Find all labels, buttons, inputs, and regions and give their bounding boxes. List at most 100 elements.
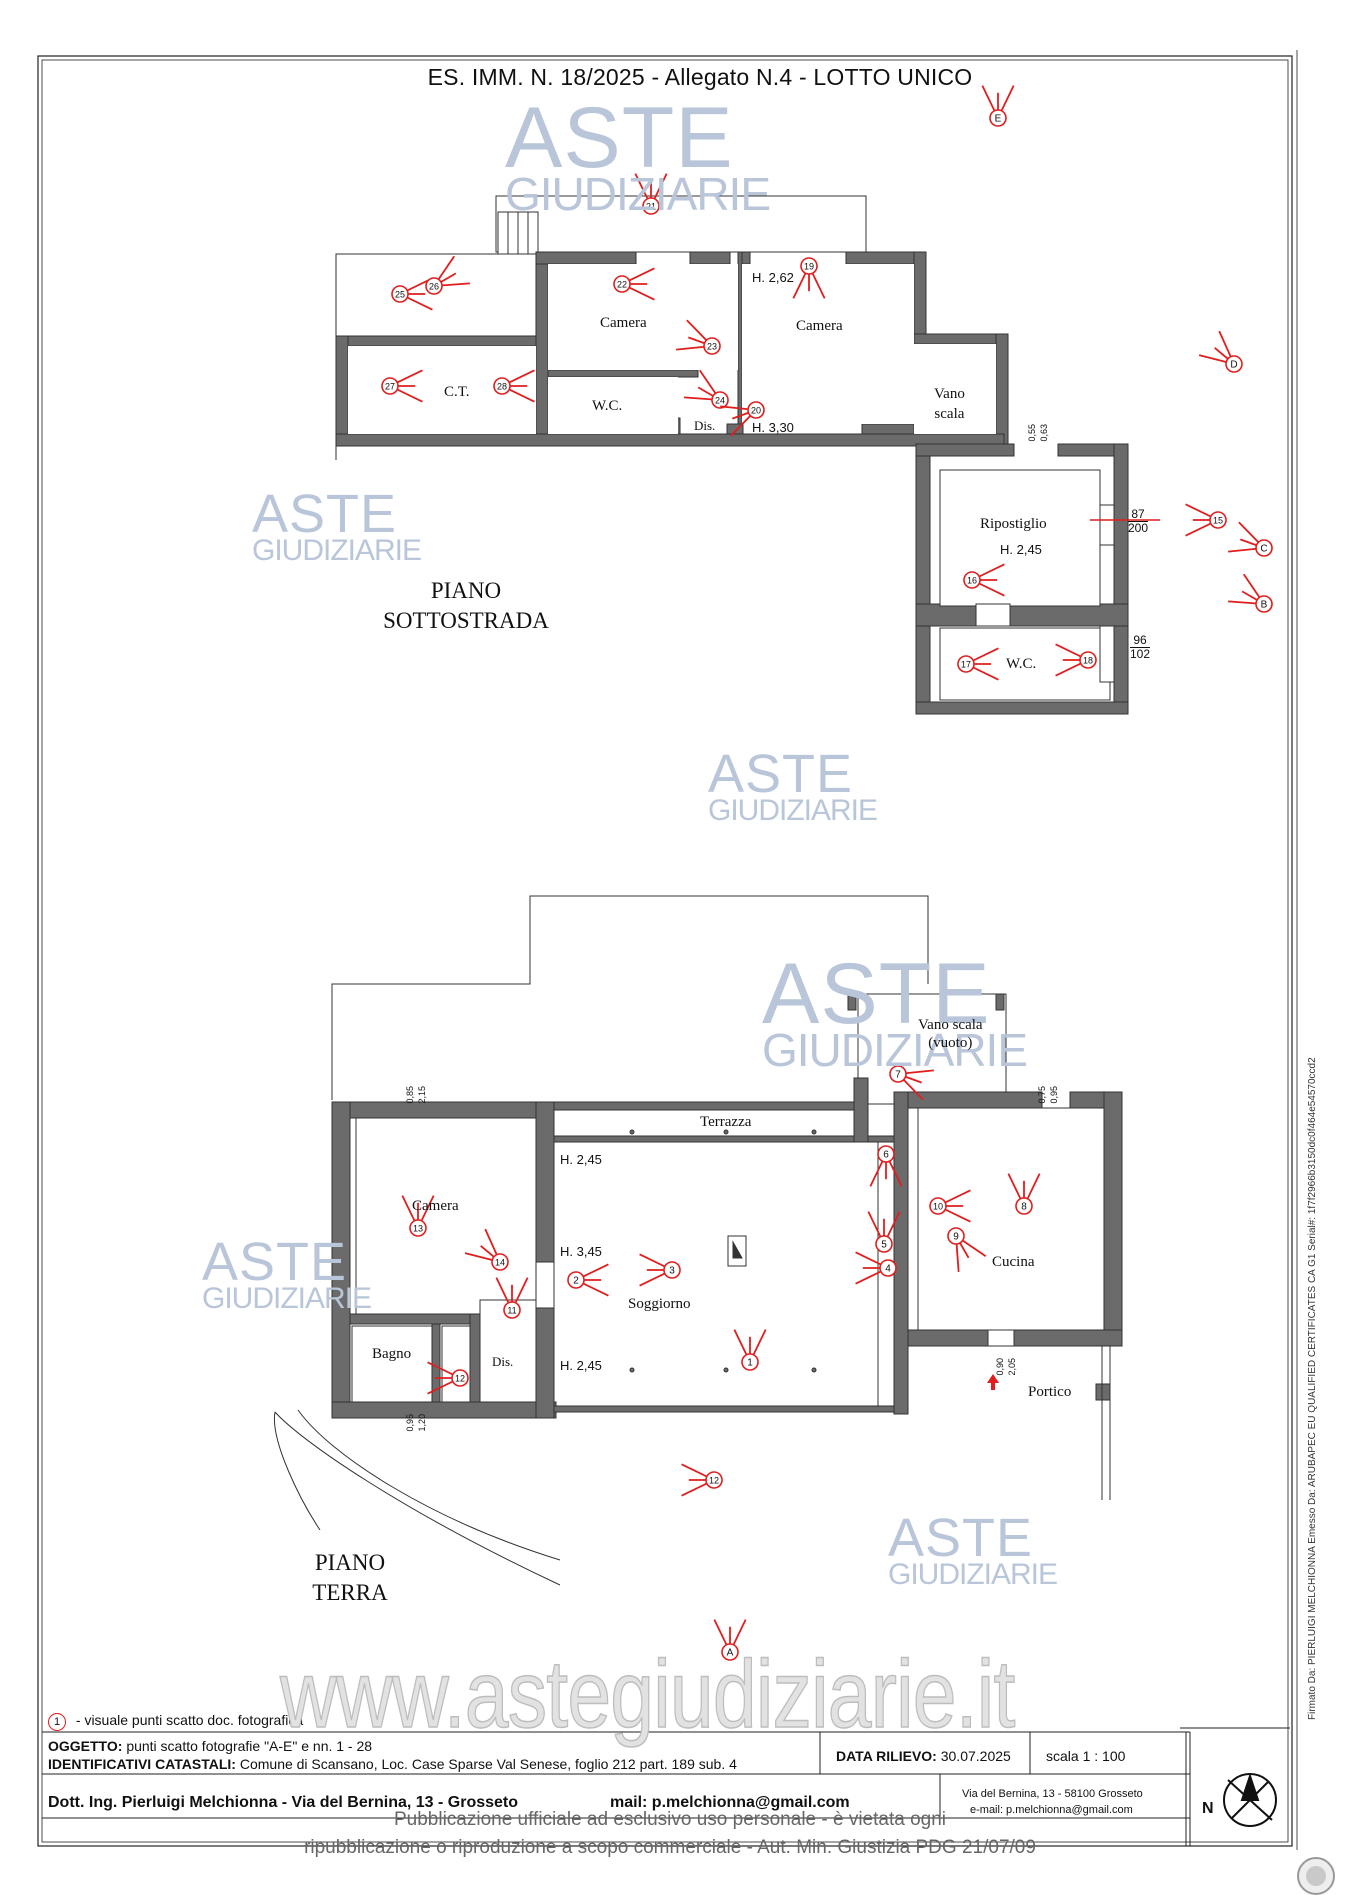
oggetto-line: OGGETTO: punti scatto fotografie "A-E" e… xyxy=(48,1738,372,1754)
photo-point-circle xyxy=(879,1259,897,1277)
photo-point-label: 12 xyxy=(455,1374,465,1384)
floor-label-terra: PIANO TERRA xyxy=(290,1548,410,1608)
photo-point-22: 22 xyxy=(613,267,655,301)
photo-point-14: 14 xyxy=(464,1228,509,1271)
dimension-label-96-102: 96 102 xyxy=(1130,634,1151,661)
ident-value: Comune di Scansano, Loc. Case Sparse Val… xyxy=(239,1756,737,1772)
dimension-value: 200 xyxy=(1128,521,1149,535)
identificativi-line: IDENTIFICATIVI CATASTALI: Comune di Scan… xyxy=(48,1756,737,1772)
photo-point-circle xyxy=(989,109,1007,127)
photo-point-label: 12 xyxy=(709,1476,719,1486)
photo-point-9: 9 xyxy=(947,1227,987,1272)
data-rilievo: DATA RILIEVO: 30.07.2025 xyxy=(836,1748,1011,1764)
dimension-value: 102 xyxy=(1130,647,1151,661)
dimension-value: 96 xyxy=(1130,634,1151,648)
watermark-5: ASTE GIUDIZIARIE xyxy=(202,1235,372,1315)
watermark-word2: GIUDIZIARIE xyxy=(708,793,878,827)
dimension-label: 1,20 xyxy=(417,1414,427,1432)
photo-point-21: 21 xyxy=(634,173,668,215)
photo-point-label: 1 xyxy=(747,1358,753,1369)
room-label-line: scala xyxy=(934,406,965,422)
watermark-word1: ASTE xyxy=(708,744,854,804)
photo-point-12: 12 xyxy=(427,1361,469,1395)
legend: 1 - visuale punti scatto doc. fotografic… xyxy=(48,1712,303,1731)
title-block-lines xyxy=(42,1727,1290,1846)
data-rilievo-value: 30.07.2025 xyxy=(940,1748,1011,1764)
photo-point-1: 1 xyxy=(733,1329,767,1371)
dimension-label: 0,63 xyxy=(1039,424,1049,442)
watermark-word2: GIUDIZIARIE xyxy=(202,1281,372,1315)
floor-label-sottostrada: PIANO SOTTOSTRADA xyxy=(356,576,576,636)
watermark-word2: GIUDIZIARIE xyxy=(252,533,422,567)
plan-terra xyxy=(273,895,1123,1586)
watermark-word2: GIUDIZIARIE xyxy=(888,1557,1058,1591)
dimension-label: 2,15 xyxy=(417,1086,427,1104)
sheet-frame xyxy=(37,55,1293,1847)
scala-label: scala 1 : 100 xyxy=(1046,1748,1126,1764)
photo-point-label: 11 xyxy=(507,1306,516,1316)
photo-point-label: E xyxy=(995,114,1002,125)
dimension-label: 0,75 xyxy=(1037,1086,1047,1104)
photo-point-label: 19 xyxy=(804,262,814,272)
photo-point-label: D xyxy=(1230,360,1237,371)
photo-point-label: 3 xyxy=(669,1266,675,1277)
photo-point-label: 21 xyxy=(646,202,656,212)
photo-point-label: 26 xyxy=(429,282,439,292)
dimension-label-87-200: 87 200 xyxy=(1128,508,1149,535)
floor-label-line2: TERRA xyxy=(312,1580,388,1605)
photo-point-label: 28 xyxy=(497,382,507,392)
signature-seal-icon xyxy=(1297,1857,1335,1895)
floor-label-line1: PIANO xyxy=(314,1550,386,1575)
photo-point-circle xyxy=(391,285,409,303)
publication-note: Pubblicazione ufficiale ad esclusivo uso… xyxy=(240,1806,1100,1862)
photo-point-8: 8 xyxy=(1007,1173,1041,1215)
photo-point-circle xyxy=(503,1301,521,1319)
legend-text: - visuale punti scatto doc. fotografica xyxy=(75,1712,304,1728)
room-label-line: (vuoto) xyxy=(928,1035,973,1051)
photo-point-circle xyxy=(875,1235,893,1253)
photo-point-circle xyxy=(929,1197,947,1215)
photo-point-circle xyxy=(425,277,443,295)
room-terrazza: Terrazza xyxy=(700,1114,752,1130)
watermark-word2: GIUDIZIARIE xyxy=(505,168,771,221)
photo-point-circle xyxy=(1209,511,1227,529)
photo-point-label: 20 xyxy=(751,406,761,416)
photo-point-circle xyxy=(1255,595,1273,613)
legend-marker-icon: 1 xyxy=(48,1713,66,1731)
photo-point-label: 22 xyxy=(617,280,627,290)
signature-certificate-text: Firmato Da: PIERLUIGI MELCHIONNA Emesso … xyxy=(1307,1057,1318,1720)
photo-point-C: C xyxy=(1228,521,1273,557)
watermark-word1: ASTE xyxy=(888,1508,1034,1568)
oggetto-value: punti scatto fotografie "A-E" e nn. 1 - … xyxy=(126,1738,373,1754)
watermark-3: ASTE GIUDIZIARIE xyxy=(708,744,878,827)
photo-point-circle xyxy=(491,1253,509,1271)
address-line-2: e-mail: p.melchionna@gmail.com xyxy=(970,1804,1133,1816)
room-ct: C.T. xyxy=(444,384,470,400)
publication-note-line1: Pubblicazione ufficiale ad esclusivo uso… xyxy=(393,1809,947,1830)
watermark-6: ASTE GIUDIZIARIE xyxy=(888,1508,1058,1591)
photo-point-12: 12 xyxy=(681,1463,723,1497)
photo-point-16: 16 xyxy=(963,563,1005,597)
photo-point-27: 27 xyxy=(381,369,423,403)
photo-point-26: 26 xyxy=(425,255,470,295)
photo-point-17: 17 xyxy=(957,647,999,681)
photo-point-B: B xyxy=(1228,573,1273,613)
photo-point-circle xyxy=(493,377,511,395)
legend-marker-number: 1 xyxy=(53,1716,61,1728)
watermark-word2: GIUDIZIARIE xyxy=(762,1024,1028,1077)
photo-point-circle xyxy=(1015,1197,1033,1215)
photo-point-28: 28 xyxy=(493,369,535,403)
photo-point-E: E xyxy=(981,85,1015,127)
photo-point-label: 4 xyxy=(885,1264,891,1275)
photo-point-circle xyxy=(705,1471,723,1489)
photo-point-circle xyxy=(451,1369,469,1387)
dimension-label: 0,85 xyxy=(405,1086,415,1104)
dimension-label: 0,55 xyxy=(1027,424,1037,442)
photo-point-2: 2 xyxy=(567,1263,609,1297)
room-dis-2: Dis. xyxy=(492,1354,514,1369)
watermark-word1: ASTE xyxy=(505,90,734,186)
photo-point-label: 8 xyxy=(1021,1202,1027,1213)
height-label: H. 3,45 xyxy=(560,1244,602,1259)
